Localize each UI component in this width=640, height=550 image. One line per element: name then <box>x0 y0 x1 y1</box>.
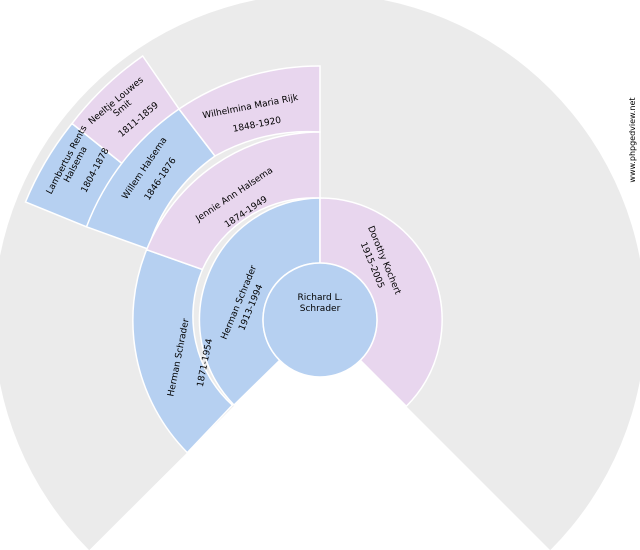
root-name-line2: Schrader <box>300 304 341 314</box>
root-label: Richard L. Schrader <box>298 293 343 314</box>
root-person-circle[interactable] <box>262 262 378 378</box>
person-segment-jennie-ann-halsema[interactable] <box>145 131 321 271</box>
root-name-line1: Richard L. <box>298 293 343 303</box>
person-segment-wilhelmina-rijk[interactable] <box>177 65 321 157</box>
watermark: www.phpgedview.net <box>628 97 637 182</box>
